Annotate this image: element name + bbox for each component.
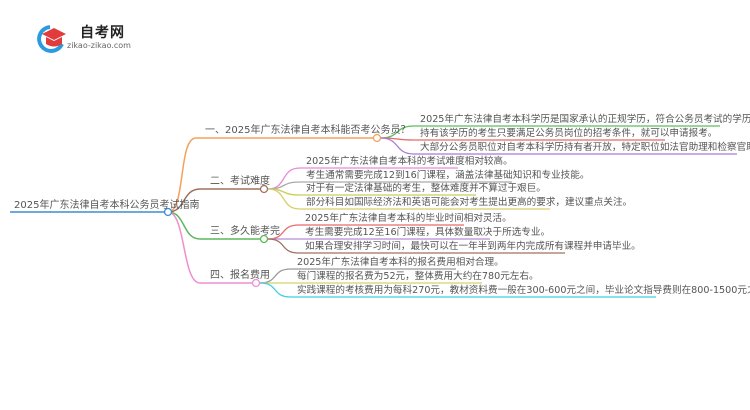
branch-collapse-toggle[interactable] <box>251 278 261 288</box>
root-collapse-toggle[interactable] <box>163 207 173 217</box>
branch-collapse-toggle[interactable] <box>259 234 269 244</box>
leaf-node[interactable]: 如果合理安排学习时间，最快可以在一年半到两年内完成所有课程并申请毕业。 <box>305 241 641 252</box>
logo-icon <box>37 25 66 53</box>
root-node[interactable]: 2025年广东法律自考本科公务员考试指南 <box>14 200 200 211</box>
branch-node-4[interactable]: 四、报名费用 <box>210 270 270 281</box>
branch-connector <box>167 211 253 284</box>
leaf-node[interactable]: 持有该学历的考生只要满足公务员岗位的招考条件，就可以申请报考。 <box>420 128 718 139</box>
leaf-node[interactable]: 部分科目如国际经济法和英语可能会对考生提出更高的要求，建议重点关注。 <box>306 197 633 208</box>
leaf-node[interactable]: 2025年广东法律自考本科的报名费用相对合理。 <box>297 257 504 268</box>
leaf-node[interactable]: 2025年广东法律自考本科学历是国家承认的正规学历，符合公务员考试的学历要求。 <box>420 114 750 125</box>
leaf-connector <box>380 137 737 155</box>
logo-url: zikao-zikao.com <box>67 41 131 50</box>
leaf-connector <box>267 238 565 254</box>
leaf-node[interactable]: 实践课程的考核费用为每科270元，教材资料费一般在300-600元之间，毕业论文… <box>297 285 750 296</box>
leaf-connector <box>267 188 550 210</box>
leaf-node[interactable]: 考生需要完成12至16门课程，具体数量取决于所选专业。 <box>305 227 551 238</box>
leaf-node[interactable]: 对于有一定法律基础的考生，整体难度并不算过于艰巨。 <box>306 183 546 194</box>
leaf-node[interactable]: 每门课程的报名费为52元，整体费用大约在780元左右。 <box>297 271 539 282</box>
leaf-node[interactable]: 大部分公务员职位对自考本科学历持有者开放，特定职位如法官助理和检察官助理除外。 <box>420 142 750 153</box>
leaf-node[interactable]: 2025年广东法律自考本科的考试难度相对较高。 <box>306 156 513 167</box>
logo-title: 自考网 <box>80 25 125 41</box>
branch-connector <box>167 137 374 213</box>
leaf-node[interactable]: 考生通常需要完成12到16门课程，涵盖法律基础知识和专业技能。 <box>306 170 590 181</box>
branch-node-2[interactable]: 二、考试难度 <box>210 176 270 187</box>
branch-node-1[interactable]: 一、2025年广东法律自考本科能否考公务员？ <box>205 125 411 136</box>
leaf-node[interactable]: 2025年广东法律自考本科的毕业时间相对灵活。 <box>305 213 512 224</box>
branch-collapse-toggle[interactable] <box>372 133 382 143</box>
branch-node-3[interactable]: 三、多久能考完 <box>210 226 280 237</box>
branch-connector <box>167 188 261 213</box>
leaf-connector <box>259 282 656 298</box>
branch-collapse-toggle[interactable] <box>259 184 269 194</box>
branch-connector <box>167 211 261 240</box>
